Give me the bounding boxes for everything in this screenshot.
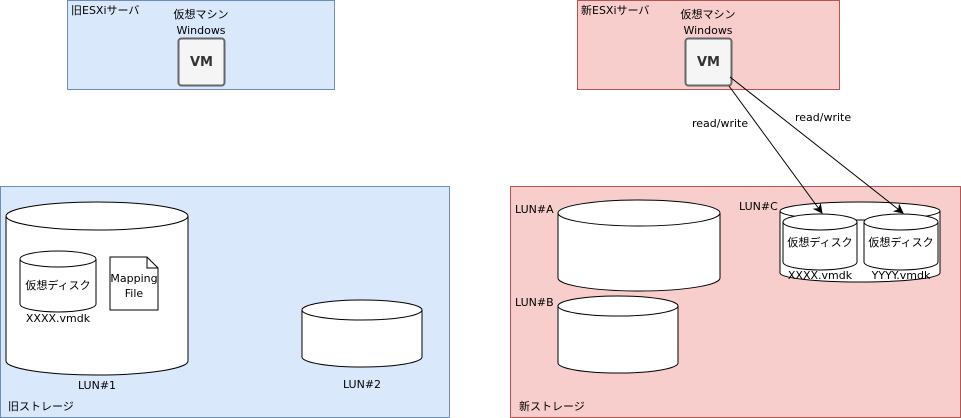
old-vm-title-line1: 仮想マシン: [174, 7, 229, 21]
new-storage: 新ストレージ LUN#A LUN#B LUN#C 仮想ディスク XXXX.vmd…: [510, 186, 961, 418]
lunb-label: LUN#B: [515, 296, 554, 309]
luna-label: LUN#A: [515, 203, 554, 216]
new-vm-title-line1: 仮想マシン: [681, 7, 736, 21]
new-virtual-disk-2-label: 仮想ディスク: [868, 235, 933, 249]
new-virtual-disk-1-file: XXXX.vmdk: [788, 269, 853, 282]
mapping-file-line2: File: [125, 287, 144, 300]
read-write-arrow-right: [729, 76, 904, 214]
lunc-label: LUN#C: [739, 200, 778, 213]
lun2-cylinder: [301, 299, 423, 368]
old-vm-label: VM: [190, 55, 213, 70]
new-virtual-disk-1-label: 仮想ディスク: [787, 235, 852, 249]
old-storage-label: 旧ストレージ: [8, 400, 74, 413]
new-vm-box: [684, 37, 733, 87]
old-vm-box: [177, 37, 226, 87]
read-write-label-right: read/write: [795, 111, 851, 124]
new-vm-label: VM: [697, 55, 720, 70]
read-write-label-left: read/write: [692, 117, 748, 130]
new-esxi-server-label: 新ESXiサーバ: [581, 3, 649, 17]
new-vm-title-line2: Windows: [683, 24, 732, 37]
old-storage: 旧ストレージ LUN#1 仮想ディスク XXXX.vmdk Mapping Fi…: [0, 186, 450, 418]
old-esxi-server-label: 旧ESXiサーバ: [71, 4, 139, 17]
new-storage-label: 新ストレージ: [519, 399, 585, 413]
old-vm-title-line2: Windows: [176, 24, 225, 37]
lun1-label: LUN#1: [78, 379, 116, 392]
old-esxi-server: 旧ESXiサーバ 仮想マシン Windows VM: [67, 0, 335, 90]
new-virtual-disk-2-file: YYYY.vmdk: [871, 269, 931, 282]
new-virtual-disk-1-cylinder: [782, 213, 858, 271]
old-virtual-disk-file: XXXX.vmdk: [26, 312, 91, 325]
new-virtual-disk-2-cylinder: [863, 213, 939, 271]
mapping-file-line1: Mapping: [110, 272, 157, 285]
lun2-label: LUN#2: [343, 378, 381, 391]
read-write-arrow-left: [728, 85, 823, 214]
old-virtual-disk-label: 仮想ディスク: [25, 278, 90, 292]
read-write-arrows: read/write read/write: [692, 76, 904, 214]
lunb-cylinder: [557, 295, 679, 374]
old-virtual-disk-cylinder: [19, 250, 97, 313]
new-esxi-server: 新ESXiサーバ 仮想マシン Windows VM: [577, 0, 840, 90]
luna-cylinder: [557, 199, 721, 292]
mapping-file-document: [109, 256, 159, 311]
